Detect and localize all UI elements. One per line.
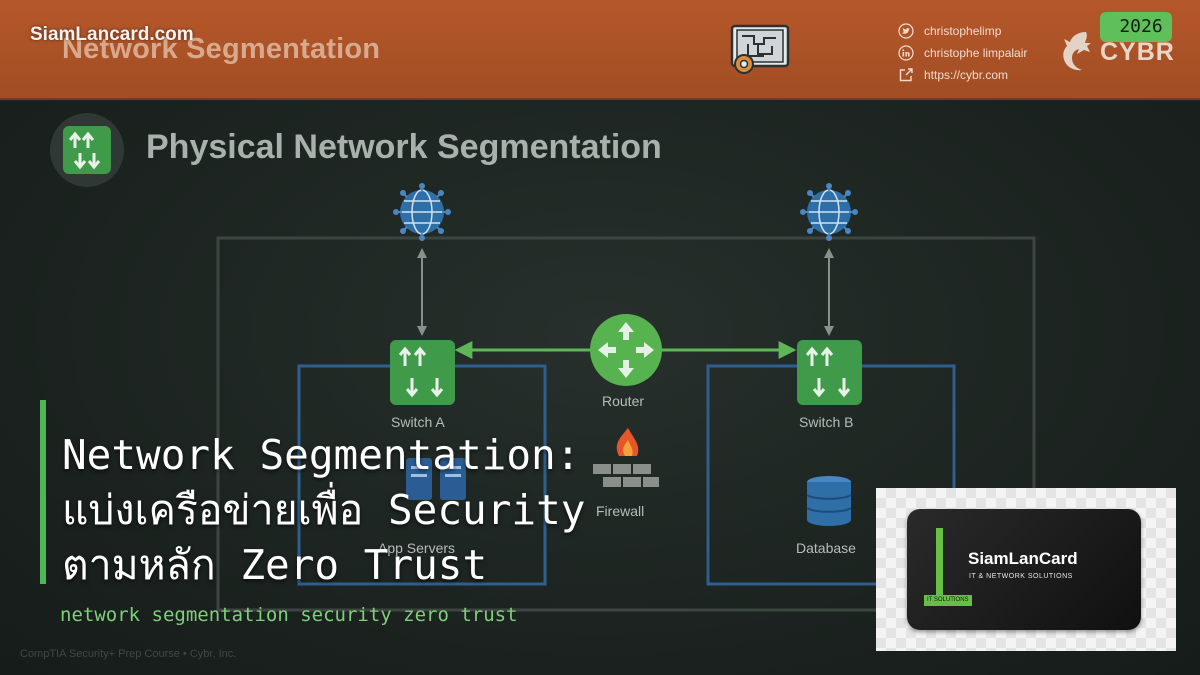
firewall-icon: [593, 428, 659, 487]
switch-b-icon: [797, 340, 862, 405]
dragon-logo-icon: [1063, 32, 1091, 71]
network-boundary: [216, 236, 1036, 612]
blueprint-icon: [730, 24, 790, 74]
year-badge: 2026: [1100, 12, 1172, 42]
ad-tagline: IT & NETWORK SOLUTIONS: [969, 573, 1073, 580]
linkedin-name: christophe limpalair: [924, 46, 1028, 60]
site-watermark: SiamLancard.com: [30, 24, 194, 45]
twitter-handle: christophelimp: [924, 24, 1002, 38]
social-linkedin[interactable]: christophe limpalair: [898, 42, 1027, 64]
header-title: Network Segmentation: [62, 33, 381, 65]
headline: Network Segmentation: แบ่งเครือข่ายเพื่อ…: [62, 428, 662, 593]
siamlancard-ad[interactable]: IT SOLUTIONS SiamLanCard IT & NETWORK SO…: [876, 488, 1176, 651]
switch-icon: [63, 126, 111, 174]
router-label: Router: [602, 393, 645, 409]
accent-bar: [40, 400, 46, 584]
headline-line-3: ตามหลัก Zero Trust: [62, 541, 488, 589]
router-icon: [590, 314, 662, 386]
linkedin-icon: [898, 45, 914, 61]
firewall-label: Firewall: [596, 503, 645, 519]
app-servers-label: App Servers: [378, 540, 456, 556]
social-links: christophelimp christophe limpalair http…: [898, 20, 1027, 86]
external-link-icon: [899, 68, 913, 82]
website-url: https://cybr.com: [924, 68, 1009, 82]
brand-name: CYBR: [1100, 38, 1175, 66]
database-label: Database: [796, 540, 856, 556]
database-icon: [806, 476, 852, 526]
social-website[interactable]: https://cybr.com: [898, 64, 1027, 86]
section-title: Physical Network Segmentation: [146, 128, 662, 166]
switch-a-icon: [390, 340, 455, 405]
internet-globe-icon-right: [800, 183, 858, 241]
twitter-icon: [898, 23, 914, 39]
social-twitter[interactable]: christophelimp: [898, 20, 1027, 42]
ad-company-name: SiamLanCard: [968, 549, 1078, 568]
switch-a-label: Switch A: [391, 414, 445, 430]
business-card: IT SOLUTIONS SiamLanCard IT & NETWORK SO…: [907, 509, 1141, 630]
switch-b-label: Switch B: [799, 414, 854, 430]
ad-accent-bar: [936, 528, 943, 606]
keyword-tags: network segmentation security zero trust: [60, 604, 518, 626]
internet-globe-icon-left: [393, 183, 451, 241]
ad-chip: IT SOLUTIONS: [924, 595, 972, 606]
headline-line-1: Network Segmentation:: [62, 431, 581, 479]
header-banner: Network Segmentation SiamLancard.com chr…: [0, 0, 1200, 100]
course-footer: CompTIA Security+ Prep Course • Cybr, In…: [20, 648, 237, 660]
app-server-icons: [406, 458, 466, 500]
section-icon-circle: [50, 113, 124, 187]
headline-line-2: แบ่งเครือข่ายเพื่อ Security: [62, 486, 586, 534]
